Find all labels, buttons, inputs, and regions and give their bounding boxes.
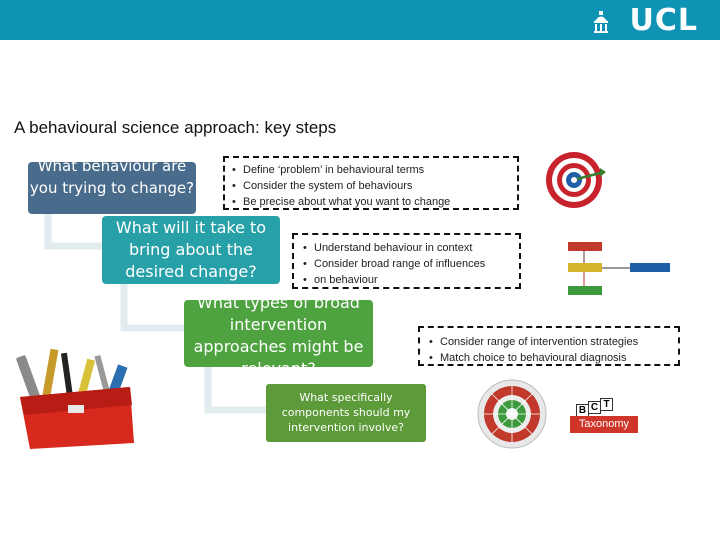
page-title: A behavioural science approach: key step…	[14, 118, 337, 137]
step-2-label: What will it take to bring about the des…	[115, 218, 267, 281]
note-1-bullet: Be precise about what you want to change	[229, 194, 517, 210]
note-box-3: Consider range of intervention strategie…	[418, 326, 680, 366]
note-1-bullet: Define ‘problem’ in behavioural terms	[229, 162, 517, 178]
note-2-bullet: on behaviour	[300, 272, 519, 288]
toolbox-icon	[16, 348, 134, 449]
step-4-label: What specifically components should my i…	[281, 391, 411, 434]
note-3-bullet: Consider range of intervention strategie…	[426, 334, 678, 350]
taxonomy-letter: T	[600, 398, 613, 411]
step-4-box: What specifically components should my i…	[266, 384, 426, 442]
step-1-box: What behaviour are you trying to change?	[28, 162, 196, 214]
step-3-box: What types of broad intervention approac…	[184, 300, 373, 367]
step-2-box: What will it take to bring about the des…	[102, 216, 280, 284]
note-box-1: Define ‘problem’ in behavioural terms Co…	[223, 156, 519, 210]
bct-taxonomy-icon: B C T Taxonomy	[570, 398, 638, 436]
step-1-label: What behaviour are you trying to change?	[29, 162, 195, 197]
ucl-portico-icon	[594, 11, 608, 33]
note-box-2: Understand behaviour in context Consider…	[292, 233, 521, 289]
behaviour-change-wheel-icon	[477, 379, 547, 449]
taxonomy-label: Taxonomy	[570, 416, 638, 433]
note-2-bullet: Consider broad range of influences	[300, 256, 519, 272]
target-icon	[546, 152, 606, 208]
ucl-logo: UCL	[629, 3, 698, 38]
note-2-bullet: Understand behaviour in context	[300, 240, 519, 256]
step-3-label: What types of broad intervention approac…	[193, 300, 364, 367]
com-b-model-icon	[568, 242, 670, 295]
note-3-bullet: Match choice to behavioural diagnosis	[426, 350, 678, 366]
note-1-bullet: Consider the system of behaviours	[229, 178, 517, 194]
